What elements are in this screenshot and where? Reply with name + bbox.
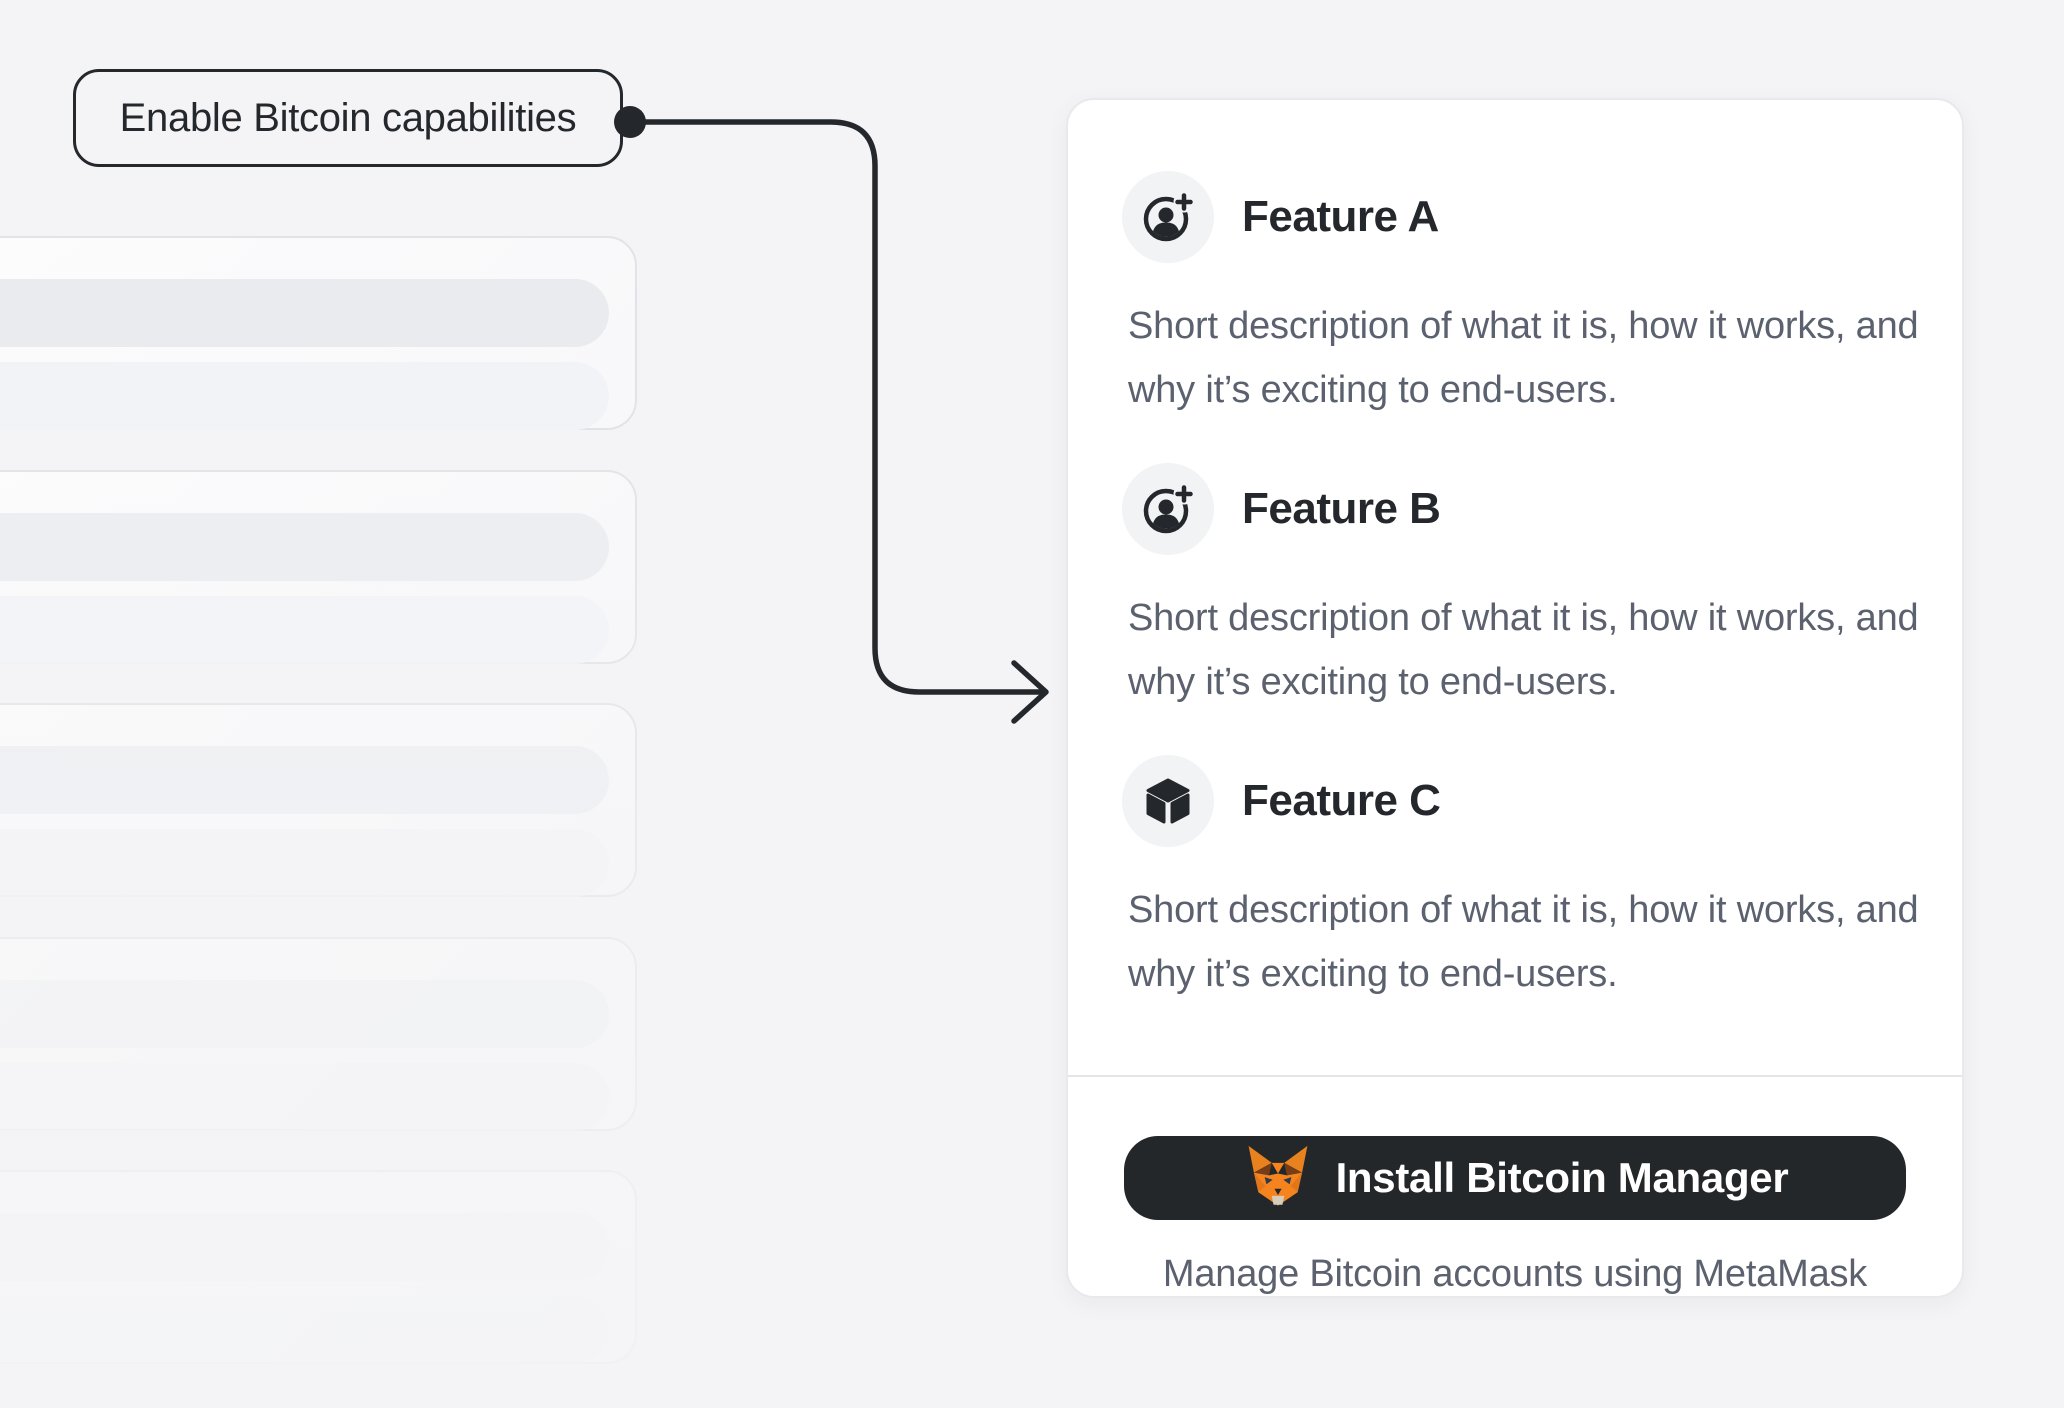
feature-title: Feature C [1242,776,1441,825]
skeleton-card [0,236,637,430]
feature-row: Feature C [1122,755,1962,847]
skeleton-line [0,829,609,897]
feature-item: Feature B Short description of what it i… [1068,463,1962,714]
skeleton-line [0,362,609,430]
feature-item: Feature C Short description of what it i… [1068,755,1962,1006]
skeleton-line [0,279,609,347]
panel-divider [1068,1075,1962,1077]
user-add-icon [1122,463,1214,555]
skeleton-card [0,937,637,1131]
skeleton-line [0,1296,609,1364]
skeleton-line [0,980,609,1048]
skeleton-line [0,513,609,581]
skeleton-line [0,1063,609,1131]
arrowhead-icon [1011,660,1049,724]
skeleton-line [0,1213,609,1281]
install-caption: Manage Bitcoin accounts using MetaMask [1162,1253,1868,1295]
metamask-fox-icon [1242,1145,1314,1211]
skeleton-line [0,746,609,814]
skeleton-card [0,470,637,664]
feature-row: Feature A [1122,171,1962,263]
feature-item: Feature A Short description of what it i… [1068,171,1962,422]
cube-icon [1122,755,1214,847]
skeleton-line [0,596,609,664]
user-add-icon [1122,171,1214,263]
feature-row: Feature B [1122,463,1962,555]
skeleton-card [0,1170,637,1364]
feature-description: Short description of what it is, how it … [1128,305,1919,411]
features-panel: Feature A Short description of what it i… [1066,98,1964,1298]
feature-description: Short description of what it is, how it … [1128,889,1919,995]
skeleton-card [0,703,637,897]
install-button-label: Install Bitcoin Manager [1335,1153,1789,1201]
feature-title: Feature B [1242,484,1441,533]
install-bitcoin-manager-button[interactable]: Install Bitcoin Manager [1124,1135,1906,1220]
callout-label: Enable Bitcoin capabilities [73,69,623,167]
feature-description: Short description of what it is, how it … [1128,597,1919,703]
feature-title: Feature A [1242,192,1439,241]
